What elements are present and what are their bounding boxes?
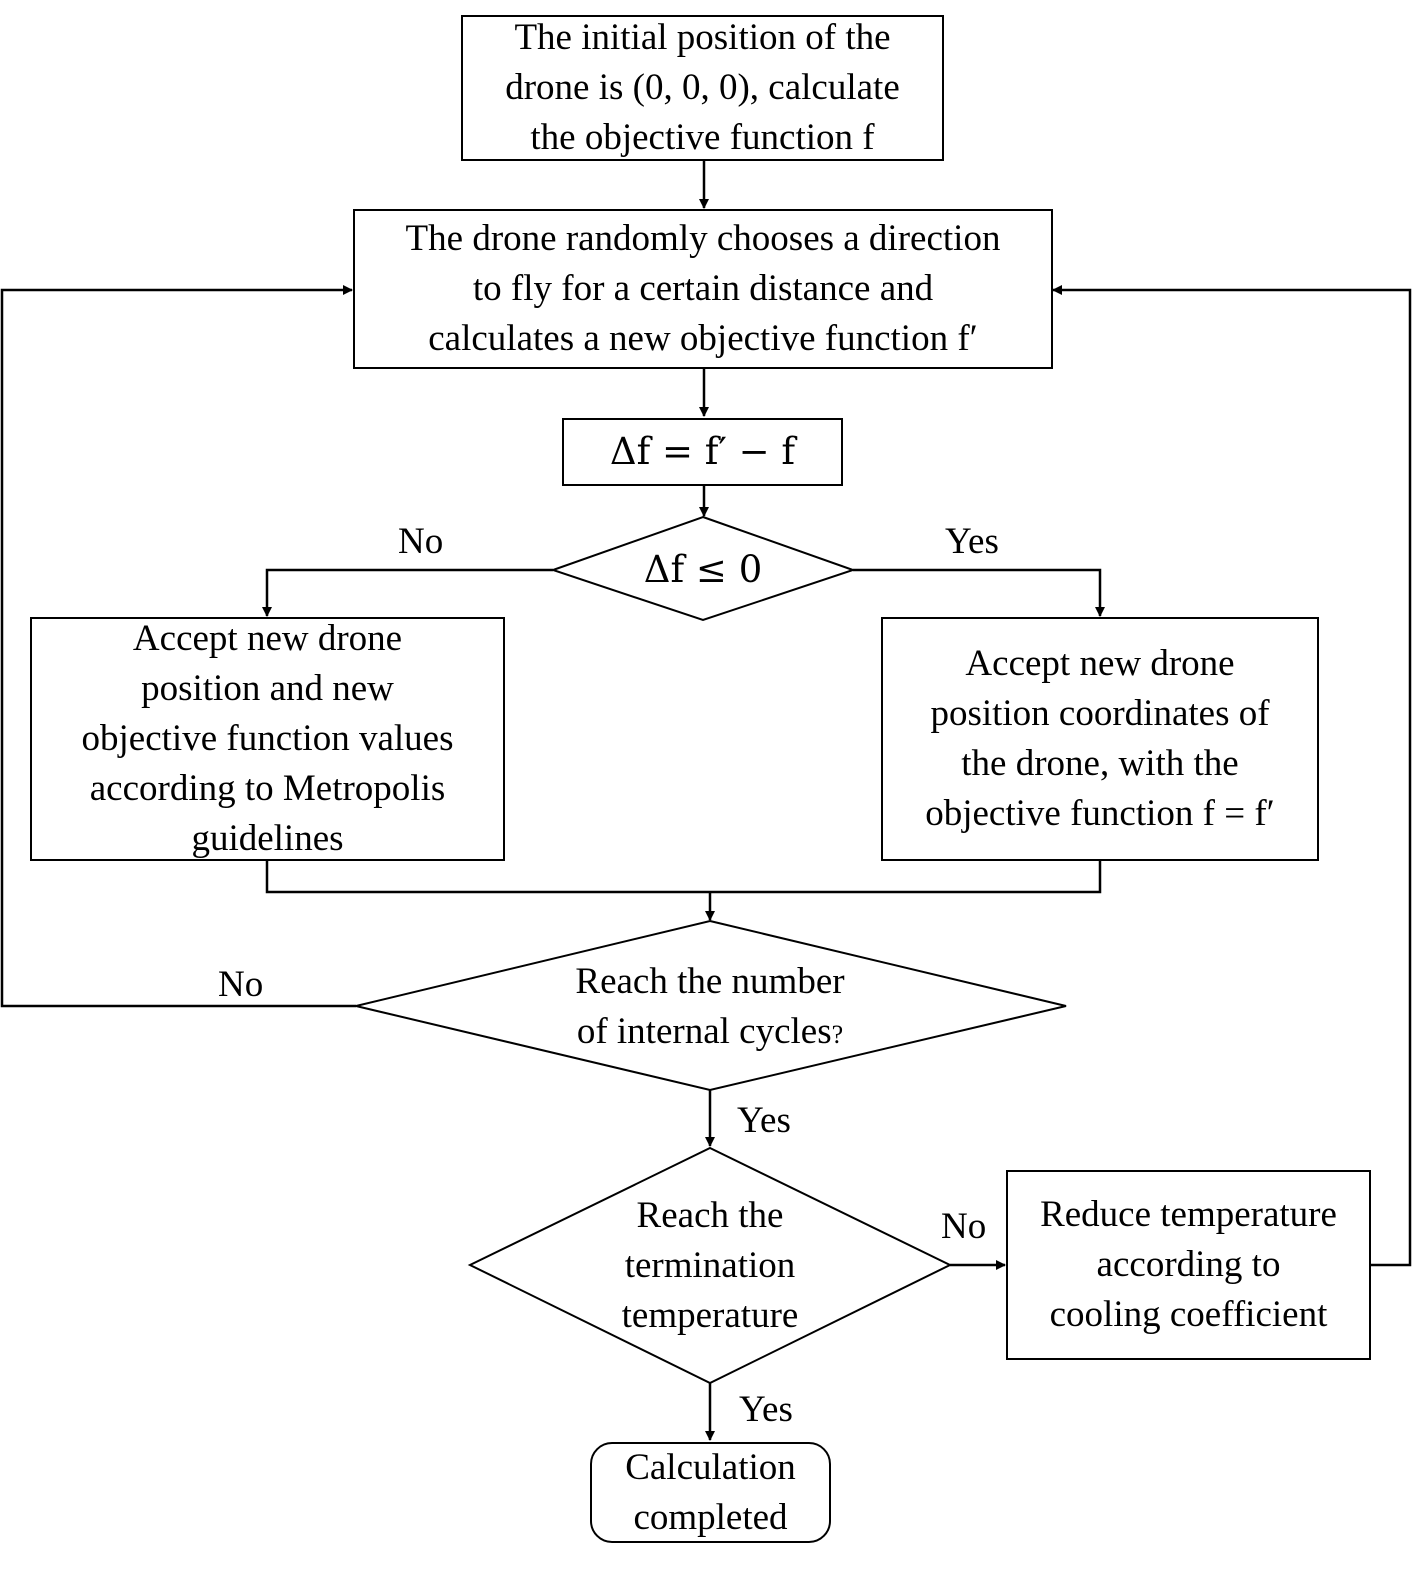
decision-cycles-shape xyxy=(355,919,1067,1092)
arrow-delta-yes xyxy=(853,568,1105,617)
decision-temp-shape xyxy=(467,1146,953,1385)
edge-label-temp-yes: Yes xyxy=(739,1389,793,1430)
accept-metropolis-box: Accept new drone position and new object… xyxy=(30,617,505,861)
edge-label-temp-no: No xyxy=(941,1206,987,1247)
delta-f-box: Δf = f′ − f xyxy=(562,418,843,486)
reduce-temperature-box: Reduce temperature according to cooling … xyxy=(1006,1170,1371,1360)
arrow-reduce-to-move xyxy=(1052,285,1412,1267)
arrow-delta-no xyxy=(262,568,553,617)
decision-delta-label: Δf ≤ 0 xyxy=(643,548,763,591)
decision-cycles-label: Reach the number of internal cycles? xyxy=(575,960,845,1052)
merge-left xyxy=(265,861,1102,894)
move-drone-box: The drone randomly chooses a direction t… xyxy=(353,209,1053,369)
edge-label-delta-no: No xyxy=(398,521,444,562)
decision-delta-shape xyxy=(549,515,857,622)
calculation-completed-box: Calculation completed xyxy=(590,1442,831,1543)
accept-new-position-box: Accept new drone position coordinates of… xyxy=(881,617,1319,861)
arrow-cycles-no xyxy=(0,285,356,1008)
edge-label-delta-yes: Yes xyxy=(945,521,999,562)
edge-label-cycles-no: No xyxy=(218,964,264,1005)
decision-temp-label: Reach the termination temperature xyxy=(621,1195,799,1336)
edge-label-cycles-yes: Yes xyxy=(737,1100,791,1141)
start-box: The initial position of the drone is (0,… xyxy=(461,15,944,161)
